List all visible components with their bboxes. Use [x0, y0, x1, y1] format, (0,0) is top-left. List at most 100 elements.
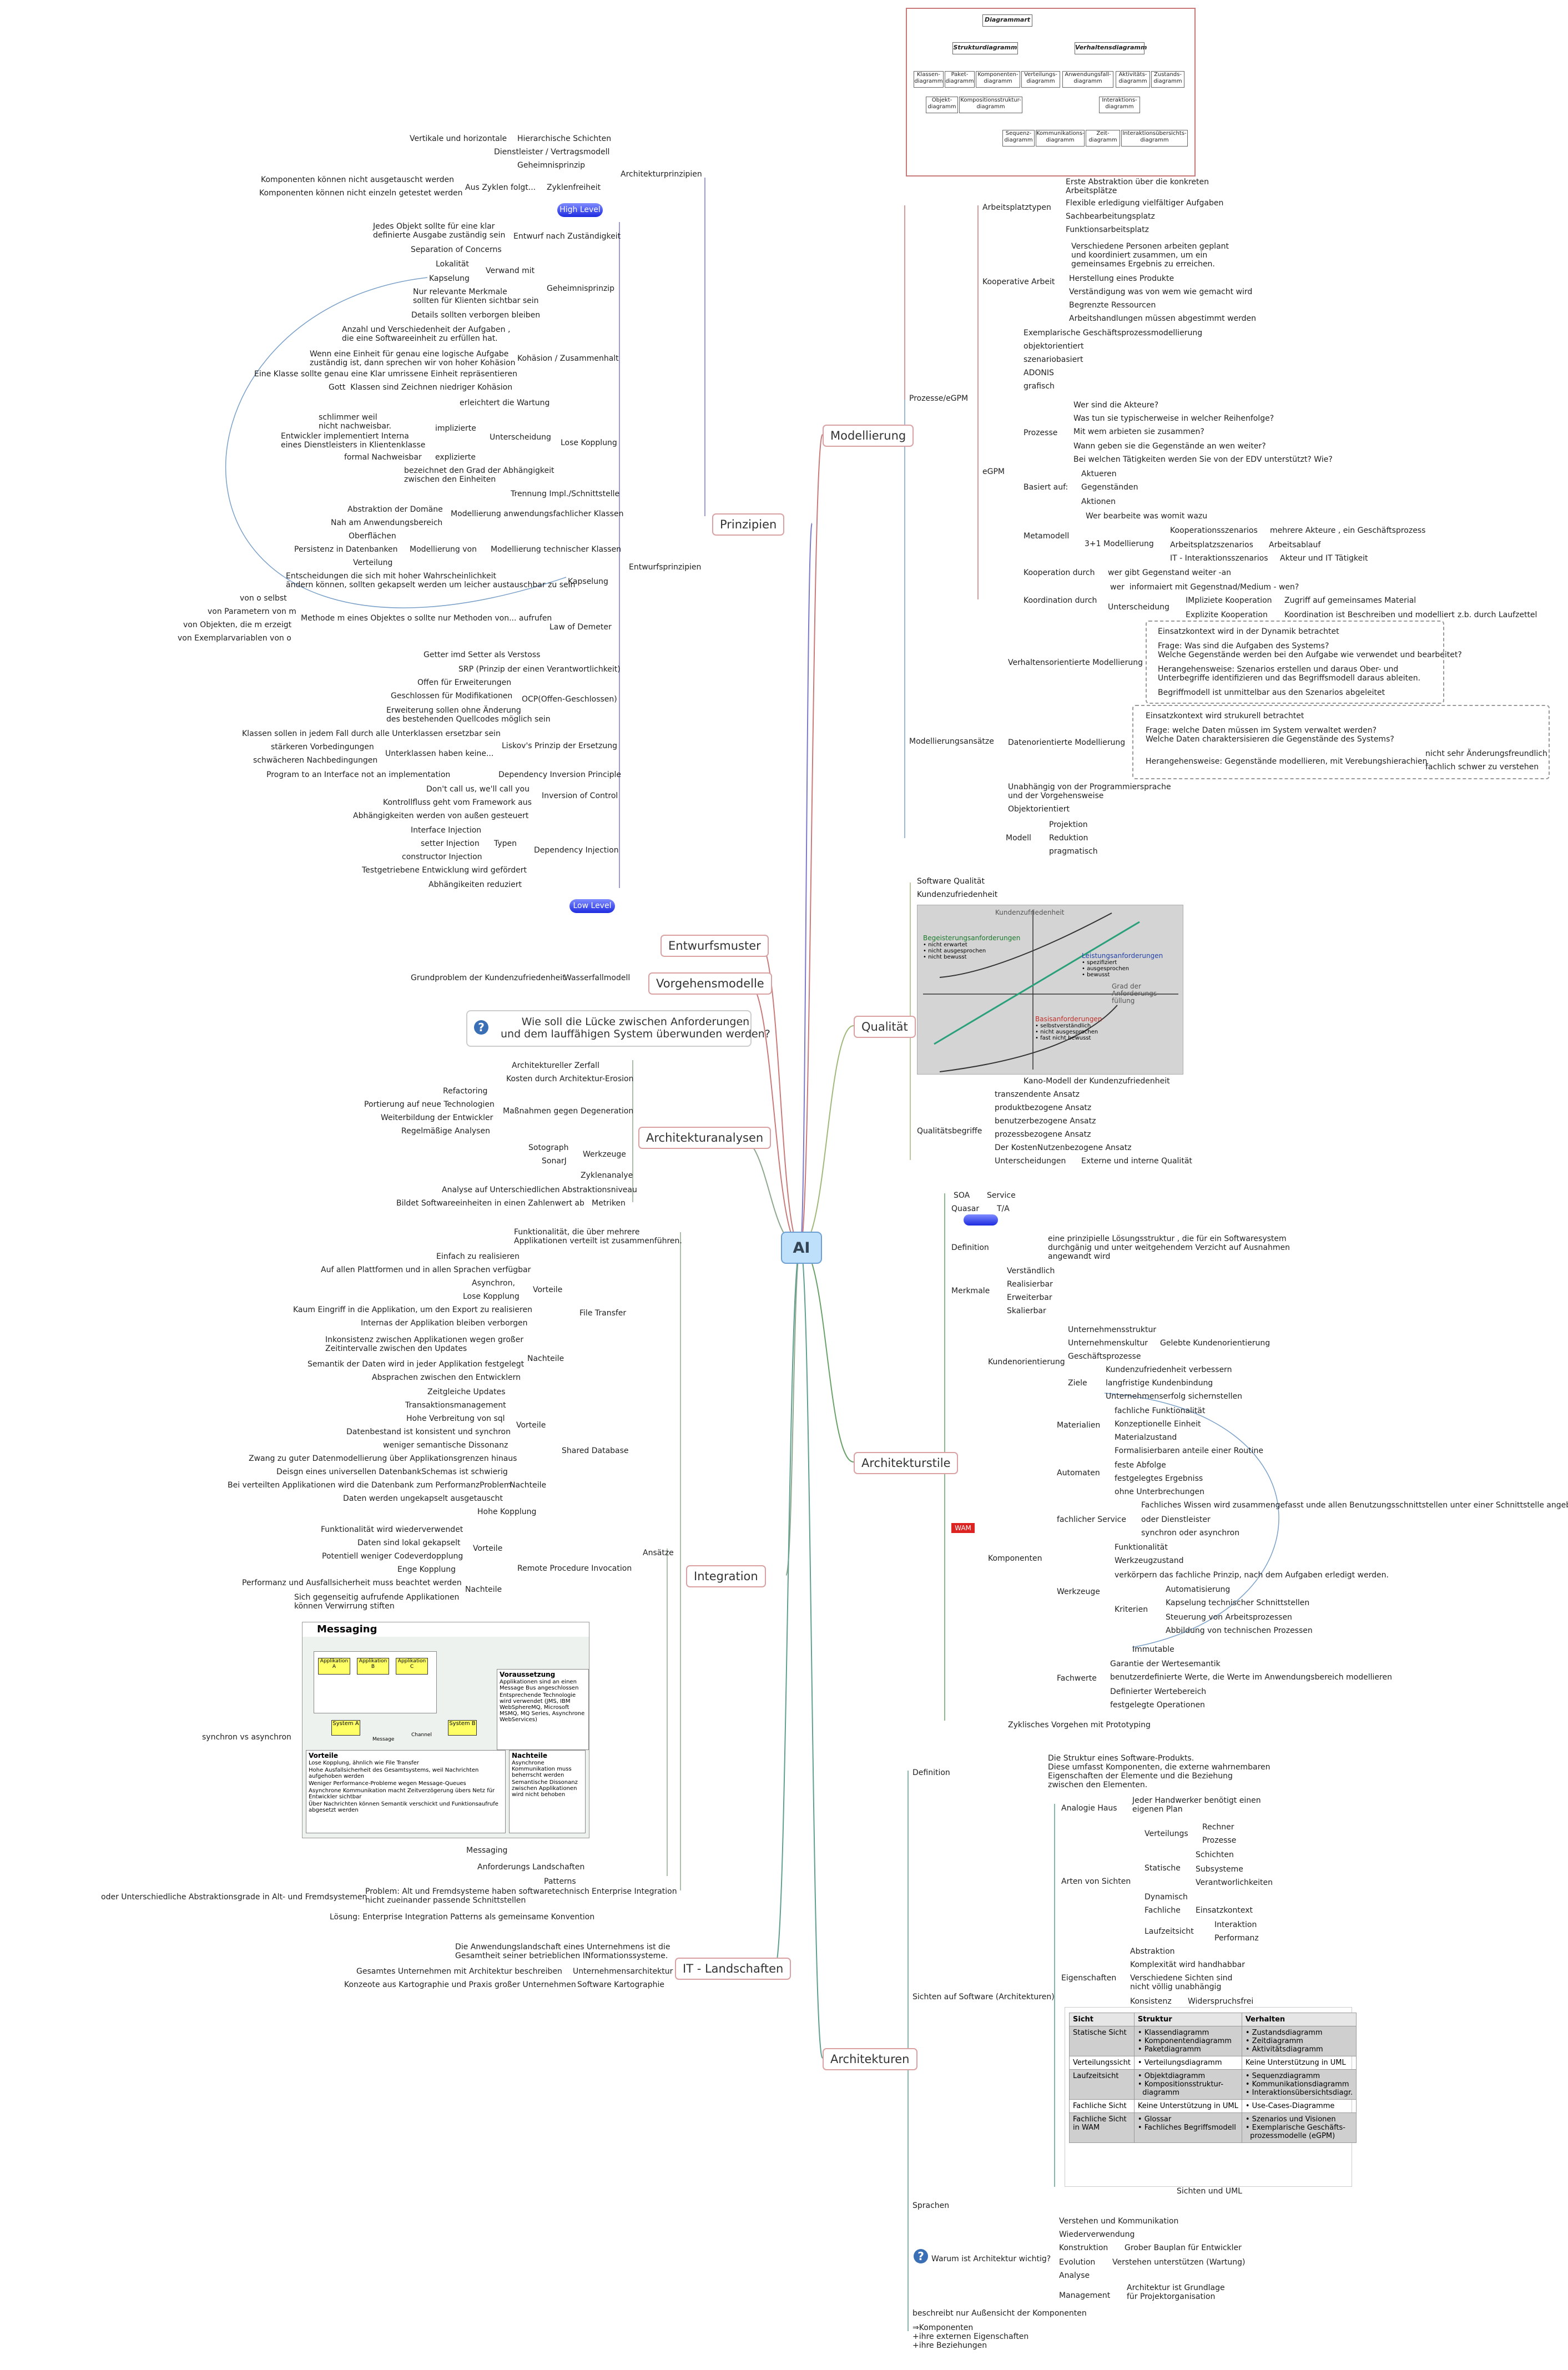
node-m50[interactable]: Einsatzkontext wird in der Dynamik betra… [1158, 627, 1339, 636]
node-m33[interactable]: mehrere Akteure , ein Geschäftsprozess [1270, 526, 1426, 535]
node-b18[interactable]: Unterscheidung [490, 433, 551, 442]
node-r13[interactable]: Verantworlichkeiten [1196, 1878, 1273, 1887]
node-it1[interactable]: Die Anwendungslandschaft eines Unternehm… [455, 1943, 670, 1960]
node-s3[interactable]: Quasar [951, 1204, 980, 1213]
node-r4[interactable]: Analogie Haus [1061, 1804, 1117, 1813]
node-m44[interactable]: Zugriff auf gemeinsames Material [1284, 596, 1416, 605]
node-a8[interactable]: Komponenten können nicht ausgetauscht we… [261, 175, 454, 184]
node-i18[interactable]: Transaktionsmanagement [405, 1401, 506, 1410]
node-m63[interactable]: Projektion [1049, 820, 1088, 829]
node-r16[interactable]: Einsatzkontext [1196, 1906, 1253, 1915]
node-v2[interactable]: Grundproblem der Kundenzufriedenheit [411, 974, 566, 982]
node-q6[interactable]: produktbezogene Ansatz [995, 1103, 1092, 1112]
node-b28[interactable]: Nah am Anwendungsbereich [331, 518, 443, 527]
node-s36[interactable]: Funktionalität [1115, 1543, 1168, 1552]
node-q4[interactable]: Qualitätsbegriffe [917, 1127, 982, 1136]
node-i36[interactable]: Sich gegenseitig aufrufende Applikatione… [294, 1593, 460, 1611]
node-aa13[interactable]: Bildet Softwareeinheiten in einen Zahlen… [396, 1199, 584, 1208]
node-integration[interactable]: Integration [686, 1565, 766, 1587]
node-s41[interactable]: Kapselung technischer Schnittstellen [1166, 1599, 1310, 1607]
node-m52[interactable]: Herangehensweise: Szenarios erstellen un… [1158, 665, 1421, 683]
node-s44[interactable]: Fachwerte [1057, 1674, 1097, 1683]
node-r9[interactable]: Prozesse [1202, 1836, 1237, 1845]
root-node[interactable]: AI [781, 1232, 822, 1264]
node-b54[interactable]: Dependency Inversion Principle [498, 770, 621, 779]
node-i35[interactable]: Performanz und Ausfallsicherheit muss be… [242, 1579, 462, 1587]
node-s24[interactable]: Konzeptionelle Einheit [1115, 1420, 1201, 1429]
node-b13[interactable]: Wenn eine Einheit für genau eine logisch… [310, 350, 516, 367]
node-b7[interactable]: Verwand mit [486, 266, 535, 275]
node-it5[interactable]: Software Kartographie [577, 1980, 664, 1989]
node-s17[interactable]: Ziele [1068, 1379, 1087, 1388]
node-s25[interactable]: Materialzustand [1115, 1433, 1177, 1442]
node-m5[interactable]: Sachbearbeitungsplatz [1066, 212, 1155, 221]
node-r6[interactable]: Arten von Sichten [1061, 1877, 1131, 1886]
node-b34[interactable]: Kapselung [568, 577, 608, 586]
node-i28[interactable]: Remote Procedure Invocation [517, 1564, 632, 1573]
node-m45[interactable]: Explizite Kooperation [1186, 611, 1268, 619]
node-b4[interactable]: Separation of Concerns [411, 245, 502, 254]
node-r12[interactable]: Subsysteme [1196, 1865, 1243, 1874]
node-it2[interactable]: Gesamtes Unternehmen mit Architektur bes… [356, 1967, 562, 1976]
node-s32[interactable]: Fachliches Wissen wird zusammengefasst u… [1141, 1501, 1568, 1510]
node-m10[interactable]: Verständigung was von wem wie gemacht wi… [1069, 288, 1253, 296]
node-m16[interactable]: szenariobasiert [1024, 355, 1083, 364]
node-aa12[interactable]: Analyse auf Unterschiedlichen Abstraktio… [442, 1186, 637, 1194]
node-i12[interactable]: Inkonsistenz zwischen Applikationen wege… [325, 1335, 524, 1353]
node-b17[interactable]: erleichtert die Wartung [460, 399, 550, 407]
node-i24[interactable]: Deisgn eines universellen DatenbankSchem… [276, 1468, 508, 1476]
node-b9[interactable]: Nur relevante Merkmale sollten für Klien… [413, 288, 539, 305]
node-i20[interactable]: Datenbestand ist konsistent und synchron [346, 1428, 511, 1436]
node-r5[interactable]: Jeder Handwerker benötigt einen eigenen … [1132, 1796, 1261, 1814]
node-i41[interactable]: Patterns [544, 1877, 576, 1886]
node-b64[interactable]: Testgetriebene Entwicklung wird geförder… [362, 866, 527, 875]
node-i42[interactable]: Problem: Alt und Fremdsysteme haben soft… [365, 1887, 589, 1905]
node-i14[interactable]: Absprachen zwischen den Entwicklern [372, 1373, 521, 1382]
node-b47[interactable]: Erweiterung sollen ohne Änderung des bes… [386, 706, 551, 724]
node-s31[interactable]: fachlicher Service [1057, 1515, 1126, 1524]
node-s4[interactable]: T/A [997, 1204, 1010, 1213]
node-b39[interactable]: von Parametern von m [208, 607, 296, 616]
node-m26[interactable]: Aktueren [1081, 470, 1117, 478]
question-node[interactable]: ? Wie soll die Lücke zwischen Anforderun… [466, 1010, 770, 1047]
node-i43[interactable]: oder Unterschiedliche Abstraktionsgrade … [101, 1893, 367, 1902]
node-m62[interactable]: Modell [1006, 834, 1031, 843]
node-b30[interactable]: Modellierung von [410, 545, 477, 554]
node-r39[interactable]: ⇒Komponenten +ihre externen Eigenschafte… [912, 2323, 1029, 2350]
node-m29[interactable]: Metamodell [1024, 532, 1070, 541]
node-s23[interactable]: fachliche Funktionalität [1115, 1406, 1206, 1415]
node-r20[interactable]: Eigenschaften [1061, 1974, 1117, 1983]
node-a7[interactable]: Aus Zyklen folgt... [465, 183, 536, 192]
node-i17[interactable]: Zeitgleiche Updates [427, 1388, 506, 1396]
node-m25[interactable]: Basiert auf: [1024, 483, 1068, 492]
node-b12[interactable]: Anzahl und Verschiedenheit der Aufgaben … [342, 325, 511, 343]
node-b10[interactable]: Details sollten verborgen bleiben [411, 311, 541, 320]
node-r36[interactable]: Management [1059, 2291, 1111, 2300]
node-r2[interactable]: Die Struktur eines Software-Produkts. Di… [1048, 1754, 1270, 1789]
node-q1[interactable]: Software Qualität [917, 877, 985, 886]
node-m14[interactable]: Exemplarische Geschäftsprozessmodellieru… [1024, 329, 1203, 337]
node-q8[interactable]: prozessbezogene Ansatz [995, 1130, 1091, 1139]
node-s22[interactable]: Materialien [1057, 1421, 1101, 1430]
node-i4[interactable]: Vorteile [533, 1285, 563, 1294]
node-m22[interactable]: Mit wem arbieten sie zusammen? [1073, 427, 1204, 436]
node-b19[interactable]: schlimmer weil nicht nachweisbar. [319, 413, 391, 431]
node-r30[interactable]: Wiederverwendung [1059, 2230, 1135, 2239]
node-i1[interactable]: Funktionalität, die über mehrere Applika… [514, 1228, 682, 1245]
node-architekturanalysen[interactable]: Architekturanalysen [638, 1127, 772, 1149]
node-s33[interactable]: oder Dienstleister [1141, 1515, 1211, 1524]
node-b53[interactable]: Program to an Interface not an implement… [266, 770, 451, 779]
node-r15[interactable]: Fachliche [1145, 1906, 1181, 1915]
node-aa14[interactable]: Metriken [592, 1199, 626, 1208]
node-r8[interactable]: Rechner [1202, 1823, 1234, 1832]
node-s26[interactable]: Automaten [1057, 1469, 1100, 1478]
node-b63[interactable]: constructor Injection [402, 853, 482, 861]
node-s34[interactable]: synchron oder asynchron [1141, 1529, 1240, 1537]
node-b48[interactable]: Liskov's Prinzip der Ersetzung [502, 742, 618, 750]
node-q2[interactable]: Kundenzufriedenheit [917, 890, 998, 899]
node-r23[interactable]: Verschiedene Sichten sind nicht völlig u… [1130, 1974, 1233, 1991]
node-i32[interactable]: Potentiell weniger Codeverdopplung [322, 1552, 463, 1561]
node-m27[interactable]: Gegenständen [1081, 483, 1138, 492]
node-m56[interactable]: Frage: welche Daten müssen im System ver… [1146, 726, 1394, 744]
node-s48[interactable]: Definierter Wertebereich [1110, 1687, 1207, 1696]
